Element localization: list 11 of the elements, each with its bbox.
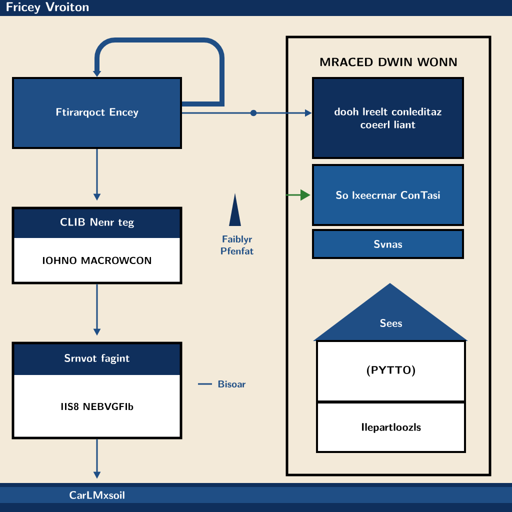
process-box: Srnvot fagint IIS8 NEBVGFIb <box>12 342 182 440</box>
process-box: dooh lreelt conleditaz coeerl liant <box>312 77 464 159</box>
note-label: Faiblyr Pfenfat <box>221 236 254 254</box>
process-box: Svnas <box>312 229 464 259</box>
node-label: Sees <box>380 318 402 328</box>
process-box: So lxeecrnar ConTasi <box>312 164 464 226</box>
process-box: Ftirarqoct Encey <box>12 77 182 149</box>
note-label: Bisoar <box>198 380 246 388</box>
process-box: CLIB Nenr teg IOHNO MACROWCON <box>12 206 182 284</box>
footer-bar: CarLMxsoil <box>0 483 512 512</box>
title-banner: Fricey Vroiton <box>0 0 512 16</box>
